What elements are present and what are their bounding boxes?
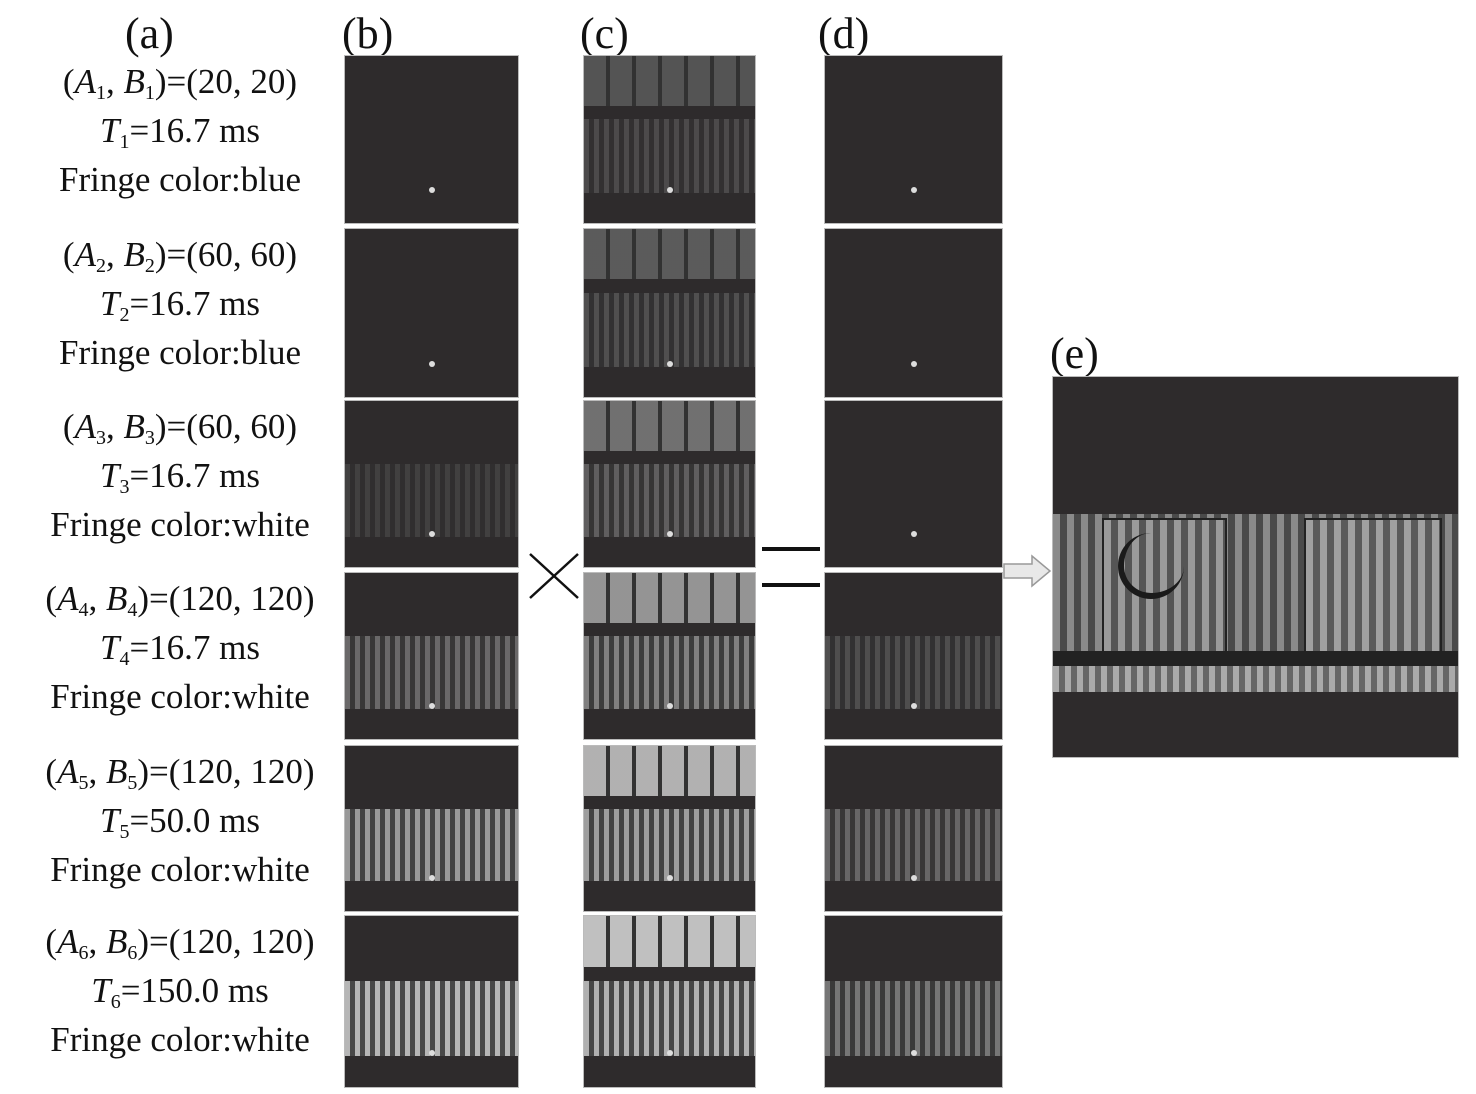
bright-spot [428,1050,435,1057]
image-d-row-2 [824,228,1003,398]
amplitude-line: (A1, B1)=(20, 20) [62,62,298,104]
row-label: (A6, B6)=(120, 120) T6=150.0 ms Fringe c… [0,917,360,1064]
image-b-row-5 [344,745,519,912]
fused-result-image [1052,376,1459,758]
amplitude-line: (A3, B3)=(60, 60) [62,407,298,449]
row-label: (A1, B1)=(20, 20) T1=16.7 ms Fringe colo… [0,57,360,204]
image-b-row-1 [344,55,519,224]
arrow-right-icon [1003,554,1052,588]
bright-spot [666,531,673,538]
bright-spot [428,531,435,538]
bright-spot [666,360,673,367]
row-label: (A2, B2)=(60, 60) T2=16.7 ms Fringe colo… [0,230,360,377]
exposure-line: T2=16.7 ms [99,284,261,326]
image-c-row-5 [583,745,756,912]
bright-spot [910,360,917,367]
bright-spot [428,186,435,193]
exposure-line: T1=16.7 ms [99,111,261,153]
bright-spot [910,875,917,882]
amplitude-line: (A6, B6)=(120, 120) [45,922,315,964]
image-d-row-1 [824,55,1003,224]
image-b-row-3 [344,400,519,568]
image-b-row-4 [344,572,519,740]
bright-spot [428,703,435,710]
bright-spot [666,703,673,710]
exposure-line: T4=16.7 ms [99,628,261,670]
image-c-row-4 [583,572,756,740]
panel-label-a: (a) [125,9,174,58]
panel-label-c: (c) [580,9,629,58]
bright-spot [666,186,673,193]
bright-spot [666,1050,673,1057]
fringe-color-line: Fringe color:white [50,505,310,544]
bright-spot [428,875,435,882]
bright-spot [428,360,435,367]
amplitude-line: (A5, B5)=(120, 120) [45,752,315,794]
amplitude-line: (A4, B4)=(120, 120) [45,579,315,621]
image-d-row-3 [824,400,1003,568]
fringe-color-line: Fringe color:blue [58,333,302,372]
panel-label-e: (e) [1050,329,1099,378]
image-b-row-2 [344,228,519,398]
image-c-row-6 [583,915,756,1088]
panel-label-d: (d) [818,9,870,58]
row-label: (A5, B5)=(120, 120) T5=50.0 ms Fringe co… [0,747,360,894]
image-c-row-2 [583,228,756,398]
bright-spot [910,186,917,193]
exposure-line: T6=150.0 ms [91,971,269,1013]
bright-spot [910,1050,917,1057]
equals-symbol [762,547,820,587]
exposure-line: T5=50.0 ms [99,801,261,843]
fringe-color-line: Fringe color:white [50,677,310,716]
panel-label-b: (b) [342,9,394,58]
row-label: (A3, B3)=(60, 60) T3=16.7 ms Fringe colo… [0,402,360,549]
image-b-row-6 [344,915,519,1088]
image-d-row-5 [824,745,1003,912]
bright-spot [910,531,917,538]
image-c-row-3 [583,400,756,568]
image-c-row-1 [583,55,756,224]
fringe-color-line: Fringe color:blue [58,160,302,199]
amplitude-line: (A2, B2)=(60, 60) [62,235,298,277]
fringe-color-line: Fringe color:white [50,850,310,889]
fringe-color-line: Fringe color:white [50,1020,310,1059]
bright-spot [910,703,917,710]
image-d-row-4 [824,572,1003,740]
multiply-symbol [529,553,579,599]
row-label: (A4, B4)=(120, 120) T4=16.7 ms Fringe co… [0,574,360,721]
exposure-line: T3=16.7 ms [99,456,261,498]
image-d-row-6 [824,915,1003,1088]
bright-spot [666,875,673,882]
